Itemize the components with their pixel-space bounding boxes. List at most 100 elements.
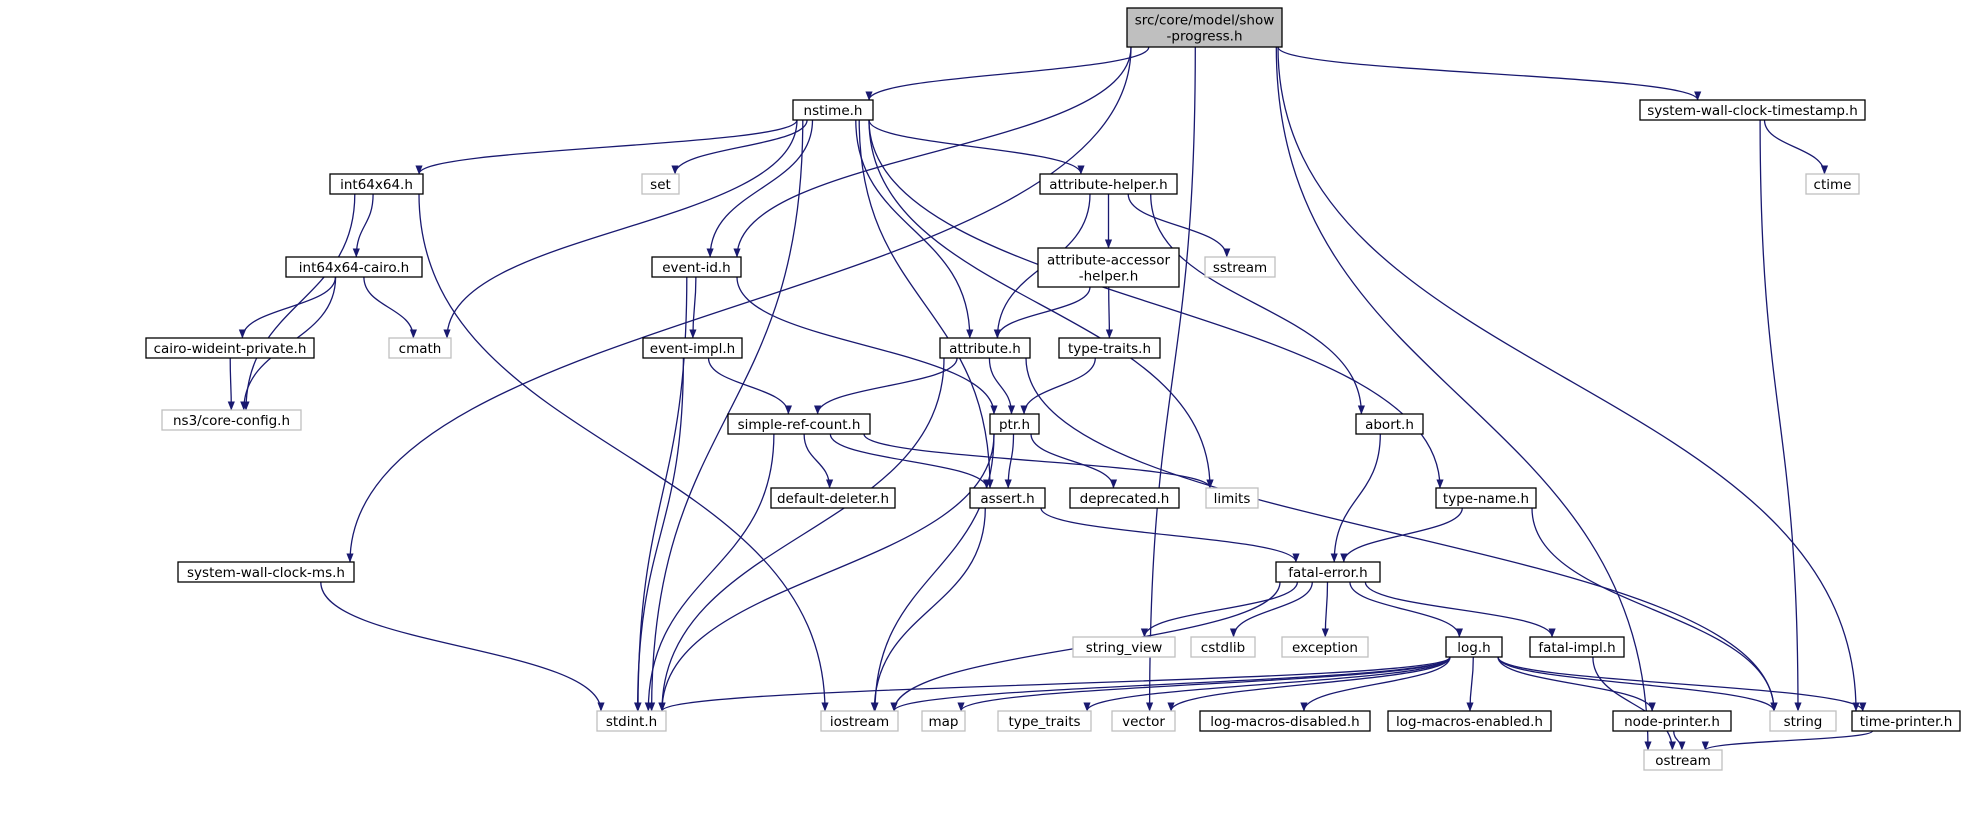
node-box bbox=[1435, 487, 1537, 509]
node-attrhelper[interactable]: attribute-helper.h bbox=[1039, 173, 1178, 195]
node-logdisabled[interactable]: log-macros-disabled.h bbox=[1199, 710, 1371, 732]
edge-fatalerror-to-fatalimpl bbox=[1364, 581, 1556, 638]
node-box bbox=[939, 337, 1031, 359]
edge-log-to-string bbox=[1497, 656, 1778, 712]
node-box bbox=[997, 710, 1092, 732]
node-log[interactable]: log.h bbox=[1445, 636, 1503, 658]
node-deprecated[interactable]: deprecated.h bbox=[1069, 487, 1180, 509]
node-typetraitsstd: type_traits bbox=[997, 710, 1092, 732]
node-label: simple-ref-count.h bbox=[738, 417, 861, 433]
node-nstime[interactable]: nstime.h bbox=[792, 99, 874, 121]
node-fatalimpl[interactable]: fatal-impl.h bbox=[1529, 636, 1625, 658]
node-label: deprecated.h bbox=[1080, 491, 1170, 507]
node-typename[interactable]: type-name.h bbox=[1435, 487, 1537, 509]
node-eventid[interactable]: event-id.h bbox=[651, 256, 742, 278]
edge-typename-to-string bbox=[1531, 507, 1778, 712]
edge-attribute-to-ptr bbox=[988, 357, 1016, 415]
edge-timeprinter-to-ostream bbox=[1701, 730, 1874, 751]
node-coreconfig: ns3/core-config.h bbox=[161, 409, 302, 431]
edge-ptr-to-stdint bbox=[658, 433, 995, 712]
node-box bbox=[1643, 749, 1723, 771]
edge-nstime-to-set bbox=[671, 119, 808, 175]
node-simpleref[interactable]: simple-ref-count.h bbox=[727, 413, 871, 435]
edge-log-to-nodeprinter bbox=[1497, 656, 1656, 712]
node-logenabled[interactable]: log-macros-enabled.h bbox=[1387, 710, 1552, 732]
edge-log-to-vector bbox=[1167, 656, 1451, 712]
node-assert[interactable]: assert.h bbox=[969, 487, 1046, 509]
node-box bbox=[285, 256, 423, 278]
edge-assert-to-iostream bbox=[870, 507, 986, 712]
node-root[interactable]: src/core/model/show-progress.h bbox=[1126, 7, 1283, 48]
edge-eventid-to-ptr bbox=[736, 276, 998, 415]
node-exception: exception bbox=[1281, 636, 1369, 658]
node-label: system-wall-clock-ms.h bbox=[187, 565, 345, 581]
edge-int64cairo-to-cmath bbox=[363, 276, 417, 339]
node-box bbox=[1612, 710, 1732, 732]
node-swcms[interactable]: system-wall-clock-ms.h bbox=[177, 561, 355, 583]
node-label: attribute-helper.h bbox=[1049, 177, 1167, 193]
node-label: int64x64-cairo.h bbox=[299, 260, 409, 276]
edge-log-to-map bbox=[957, 656, 1451, 712]
nodes-layer: src/core/model/show-progress.h nstime.h sy… bbox=[145, 7, 1961, 771]
edge-attribute-to-simpleref bbox=[814, 357, 958, 415]
node-label: time-printer.h bbox=[1860, 714, 1953, 730]
edge-int64x64-to-int64cairo bbox=[352, 193, 374, 258]
edge-attrhelper-to-abort bbox=[1150, 193, 1365, 415]
node-map: map bbox=[921, 710, 966, 732]
node-string: string bbox=[1769, 710, 1837, 732]
node-abort[interactable]: abort.h bbox=[1355, 413, 1424, 435]
edge-fatalerror-to-log bbox=[1349, 581, 1463, 638]
node-box bbox=[161, 409, 302, 431]
edge-attrhelper-to-sstream bbox=[1127, 193, 1231, 258]
edge-attribute-to-string bbox=[1025, 357, 1778, 712]
node-label: node-printer.h bbox=[1624, 714, 1720, 730]
node-box bbox=[1851, 710, 1961, 732]
node-ostream: ostream bbox=[1643, 749, 1723, 771]
edge-simpleref-to-defdeleter bbox=[803, 433, 834, 489]
edge-nodeprinter-to-ostream bbox=[1673, 730, 1686, 751]
node-cairowide[interactable]: cairo-wideint-private.h bbox=[145, 337, 315, 359]
edge-log-to-logenabled bbox=[1466, 656, 1474, 712]
node-label: nstime.h bbox=[804, 103, 863, 119]
edge-nstime-to-cmath bbox=[443, 119, 798, 339]
node-swct[interactable]: system-wall-clock-timestamp.h bbox=[1639, 99, 1866, 121]
node-label: ctime bbox=[1814, 177, 1852, 193]
node-label: type_traits bbox=[1008, 714, 1080, 730]
node-label: stdint.h bbox=[606, 714, 657, 730]
node-label: type-traits.h bbox=[1068, 341, 1151, 357]
edge-root-to-eventid bbox=[733, 46, 1132, 258]
node-int64cairo[interactable]: int64x64-cairo.h bbox=[285, 256, 423, 278]
edge-nstime-to-attrhelper bbox=[868, 119, 1085, 175]
edge-eventid-to-eventimpl bbox=[689, 276, 697, 339]
node-attraccessor[interactable]: attribute-accessor-helper.h bbox=[1037, 247, 1180, 288]
node-defdeleter[interactable]: default-deleter.h bbox=[770, 487, 896, 509]
edge-fatalimpl-to-ostream bbox=[1592, 656, 1676, 751]
node-box bbox=[792, 99, 874, 121]
node-nodeprinter[interactable]: node-printer.h bbox=[1612, 710, 1732, 732]
node-box bbox=[388, 337, 452, 359]
node-cmath: cmath bbox=[388, 337, 452, 359]
node-timeprinter[interactable]: time-printer.h bbox=[1851, 710, 1961, 732]
edge-attribute-to-stdint bbox=[658, 357, 945, 712]
node-int64x64[interactable]: int64x64.h bbox=[329, 173, 424, 195]
node-eventimpl[interactable]: event-impl.h bbox=[642, 337, 743, 359]
node-ptr[interactable]: ptr.h bbox=[989, 413, 1040, 435]
node-label: -helper.h bbox=[1079, 269, 1139, 285]
node-fatalerror[interactable]: fatal-error.h bbox=[1275, 561, 1381, 583]
node-label: cmath bbox=[399, 341, 442, 357]
node-stringview: string_view bbox=[1072, 636, 1176, 658]
node-label: fatal-impl.h bbox=[1538, 640, 1615, 656]
node-typetraits[interactable]: type-traits.h bbox=[1058, 337, 1161, 359]
edge-root-to-nstime bbox=[865, 46, 1150, 101]
node-box bbox=[1058, 337, 1161, 359]
node-attribute[interactable]: attribute.h bbox=[939, 337, 1031, 359]
node-label: int64x64.h bbox=[340, 177, 413, 193]
node-label: string_view bbox=[1086, 640, 1163, 656]
node-box bbox=[1205, 487, 1259, 509]
edge-root-to-vector bbox=[1146, 46, 1196, 712]
edge-ptr-to-assert bbox=[1004, 433, 1015, 489]
node-label: log-macros-disabled.h bbox=[1210, 714, 1359, 730]
node-box bbox=[969, 487, 1046, 509]
node-label: iostream bbox=[830, 714, 889, 730]
node-label: fatal-error.h bbox=[1288, 565, 1368, 581]
